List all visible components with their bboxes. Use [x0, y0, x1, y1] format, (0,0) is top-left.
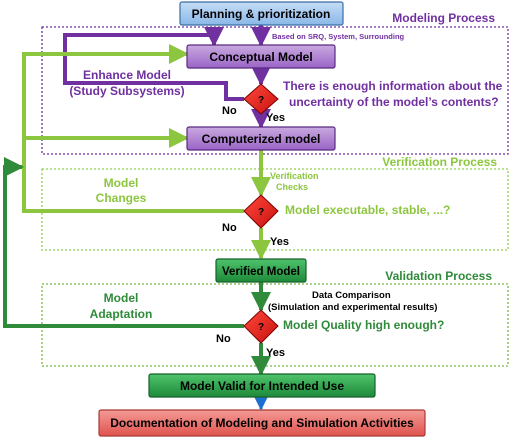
computerized-model-label: Computerized model [202, 132, 321, 146]
conceptual-model-label: Conceptual Model [209, 50, 312, 64]
question-uncertainty-line1: There is enough information about the [283, 79, 503, 93]
verified-model-label: Verified Model [222, 266, 300, 278]
verification-checks-line1: Verification [270, 171, 319, 181]
loop-model-changes [22, 44, 244, 213]
enhance-model-label: Enhance Model [83, 68, 171, 82]
decision-uncertainty: ? [243, 83, 279, 115]
decision-quality-symbol: ? [258, 322, 264, 333]
documentation-label: Documentation of Modeling and Simulation… [110, 416, 414, 430]
conceptual-model-node: Conceptual Model [186, 44, 336, 69]
data-comparison-line1: Data Comparison [312, 290, 391, 301]
model-valid-label: Model Valid for Intended Use [180, 379, 344, 393]
validation-section-title: Validation Process [385, 269, 492, 283]
validation-section-box [41, 283, 509, 367]
decision-quality: ? [243, 309, 279, 344]
question-uncertainty-line2: uncertainty of the model’s contents? [289, 95, 499, 109]
model-changes-label-2: Changes [96, 191, 147, 205]
decision-executable-yes: Yes [270, 236, 289, 248]
model-adaptation-label-2: Adaptation [90, 307, 153, 321]
planning-label: Planning & prioritization [192, 7, 331, 21]
modeling-section-box [41, 26, 509, 155]
computerized-model-node: Computerized model [186, 126, 336, 151]
model-valid-node: Model Valid for Intended Use [148, 373, 376, 398]
question-quality: Model Quality high enough? [283, 318, 444, 332]
modeling-section-title: Modeling Process [392, 11, 495, 25]
planning-node: Planning & prioritization [179, 1, 344, 26]
verification-checks-line2: Checks [276, 182, 308, 192]
model-changes-label-1: Model [104, 176, 139, 190]
decision-uncertainty-symbol: ? [258, 95, 264, 106]
verification-section-title: Verification Process [382, 155, 497, 169]
enhance-model-sublabel: (Study Subsystems) [69, 84, 184, 98]
decision-executable: ? [243, 194, 279, 229]
question-executable: Model executable, stable, ...? [285, 203, 450, 217]
loop-model-adaptation [3, 157, 244, 328]
decision-quality-yes: Yes [266, 347, 285, 359]
loop-enhance-model [63, 27, 244, 101]
srq-note: Based on SRQ, System, Surrounding [272, 32, 405, 41]
decision-uncertainty-yes: Yes [266, 112, 285, 124]
verified-model-node: Verified Model [215, 258, 307, 283]
model-adaptation-label-1: Model [104, 291, 139, 305]
data-comparison-line2: (Simulation and experimental results) [268, 302, 437, 313]
decision-quality-no: No [216, 333, 231, 345]
decision-executable-no: No [222, 222, 237, 234]
documentation-node: Documentation of Modeling and Simulation… [98, 409, 426, 437]
decision-executable-symbol: ? [258, 207, 264, 218]
decision-uncertainty-no: No [222, 105, 237, 117]
